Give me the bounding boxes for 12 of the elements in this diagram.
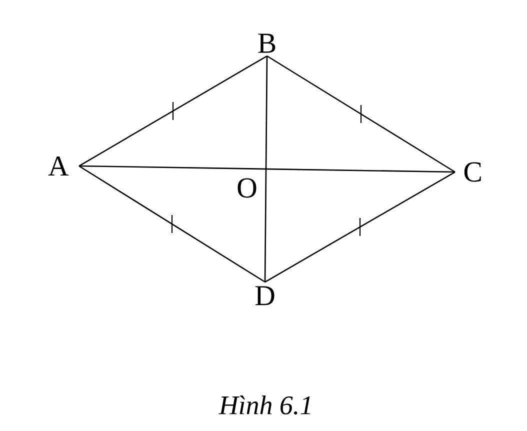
line-segment [78,165,266,283]
line-segment [264,171,456,283]
line-segment [79,165,456,173]
figure-caption: Hình 6.1 [218,395,310,415]
vertex-label: B [258,34,276,53]
vertex-label: D [255,286,274,306]
vertex-label: C [464,162,481,182]
line-segment [264,56,268,282]
vertex-label: A [48,156,69,176]
line-segment [78,55,268,167]
point-label: O [238,178,256,198]
line-segment [266,55,456,173]
